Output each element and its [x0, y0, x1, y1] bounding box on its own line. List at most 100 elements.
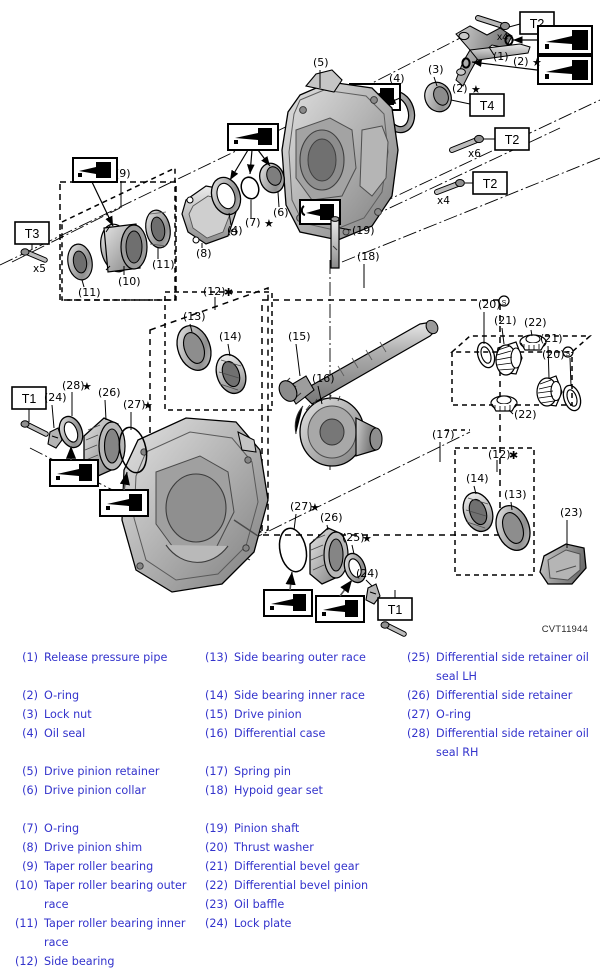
legend-item-number: (24): [205, 917, 228, 930]
callout-19: (19): [352, 224, 375, 237]
legend-item: (24)Lock plate: [200, 914, 396, 933]
part-side-bearing-outer-race-13-left: [176, 325, 212, 371]
legend-column-1: (1)Release pressure pipe (2)O-ring(3)Lock…: [10, 648, 206, 971]
qty-x4-right: x4: [437, 195, 450, 207]
legend-item: (3)Lock nut: [10, 705, 206, 724]
callout-20-left: (20): [478, 298, 501, 311]
exploded-view-diagram: x4 T2 (1) (2) ★ (2) ★ (3) T4: [0, 11, 600, 637]
callout-10: (10): [118, 275, 141, 288]
legend-item: (22)Differential bevel pinion: [200, 876, 396, 895]
legend-item: (9)Taper roller bearing: [10, 857, 206, 876]
tool-tag-t1-left: T1: [11, 386, 47, 422]
lubricant-symbol-left: [498, 295, 510, 307]
callout-24-left: (24): [44, 391, 67, 404]
callout-2a: (2): [513, 55, 529, 68]
callout-27-right: (27): [290, 500, 313, 513]
legend-item-number: (8): [22, 841, 38, 854]
part-drive-pinion-collar-6: [259, 162, 285, 194]
legend-item: (15)Drive pinion: [200, 705, 396, 724]
callout-15: (15): [288, 330, 311, 343]
callout-16: (16): [312, 372, 335, 385]
legend-item: (21) Differential bevel gear: [200, 857, 396, 876]
legend-item-label: Hypoid gear set: [234, 784, 323, 797]
callout-25: (25): [342, 531, 365, 544]
legend-item-label: Differential side retainer: [436, 689, 573, 702]
legend-item: (5)Drive pinion retainer: [10, 762, 206, 781]
callout-22-top: (22): [524, 316, 547, 329]
callout-20-right: (20): [542, 348, 565, 361]
legend-item-label: O-ring: [44, 689, 80, 702]
svg-text:S: S: [502, 300, 507, 307]
callout-1: (1): [493, 50, 509, 63]
lubricant-symbol-right: [562, 346, 574, 358]
part-taper-roller-bearing-inner-race-11-left: [67, 243, 93, 281]
star-7: ★: [264, 217, 274, 230]
part-diff-side-retainer-26-left: [83, 417, 126, 477]
tool-tag-t1-right-label: T1: [388, 603, 403, 617]
legend-item-number: (20): [205, 841, 228, 854]
legend-item-number: (23): [205, 898, 228, 911]
tool-tag-t2-low-label: T2: [483, 177, 498, 191]
star-28: ★: [82, 380, 92, 393]
legend-item-label: Lock nut: [44, 708, 92, 721]
legend-item-label: Pinion shaft: [234, 822, 300, 835]
part-o-ring-2-upper: [504, 34, 514, 46]
callout-22-bottom: (22): [514, 408, 537, 421]
legend-item: (10) Taper roller bearing outer race: [10, 876, 206, 914]
callout-21-left: (21): [494, 314, 517, 327]
part-bolt-x5: [20, 248, 48, 263]
legend-item-label: Drive pinion collar: [44, 784, 146, 797]
legend-item-label: Drive pinion: [234, 708, 302, 721]
legend-item-number: (7): [22, 822, 38, 835]
callout-26-right: (26): [320, 511, 343, 524]
part-differential-bevel-gear-21-left: [495, 341, 523, 376]
grease-tool-icon-6: [72, 157, 118, 183]
legend-item: (18)Hypoid gear set: [200, 781, 396, 800]
legend-item-number: (11): [15, 917, 38, 930]
legend-item: (19)Pinion shaft: [200, 819, 396, 838]
parts-legend: (1)Release pressure pipe (2)O-ring(3)Lock…: [0, 648, 600, 968]
part-bolt-x6: [449, 134, 484, 153]
callout-9: (9): [115, 167, 131, 180]
qty-x4-top: x4: [497, 31, 508, 43]
legend-item-label: Spring pin: [234, 765, 291, 778]
legend-item-label: Release pressure pipe: [44, 651, 168, 664]
part-differential-bevel-pinion-22-bottom: [490, 395, 518, 412]
legend-item: (27)O-ring: [402, 705, 598, 724]
callout-12-left: (12): [203, 285, 226, 298]
part-o-ring-2-lower: [461, 57, 471, 69]
part-thrust-washer-20-right: [562, 384, 582, 412]
asterisk-12-right: ✱: [509, 449, 518, 462]
callout-2b: (2): [452, 82, 468, 95]
grease-tool-icon-7: [49, 459, 99, 487]
legend-item-label: Differential bevel gear: [234, 860, 360, 873]
tool-tag-t3: T3: [14, 221, 50, 250]
legend-item-number: (28): [407, 727, 430, 740]
tool-tag-t3-label: T3: [25, 227, 40, 241]
legend-item: (2)O-ring: [10, 686, 206, 705]
legend-item-number: (10): [15, 879, 38, 892]
callout-23: (23): [560, 506, 583, 519]
legend-item-label: Taper roller bearing: [44, 860, 154, 873]
diagram-canvas: x4 T2 (1) (2) ★ (2) ★ (3) T4: [0, 11, 600, 637]
legend-item-number: (21): [205, 860, 228, 873]
legend-item-label: Side bearing outer race: [234, 651, 366, 664]
part-bolt-x4-top: [475, 15, 510, 31]
legend-item: (4)Oil seal: [10, 724, 206, 743]
legend-item: (25)Differential side retainer oil seal …: [402, 648, 598, 686]
part-o-ring-7: [240, 176, 260, 200]
legend-item-number: (16): [205, 727, 228, 740]
grease-tool-icon-1: [537, 25, 593, 55]
tool-tag-t2-low: T2: [465, 171, 508, 195]
legend-item-label: Differential side retainer oil seal LH: [436, 651, 589, 683]
callout-18: (18): [357, 250, 380, 263]
callout-26-left: (26): [98, 386, 121, 399]
legend-item-number: (13): [205, 651, 228, 664]
grease-tool-icon-10: [315, 595, 365, 623]
callout-4-left: (4): [227, 224, 243, 237]
legend-item: (1)Release pressure pipe: [10, 648, 206, 667]
legend-item-label: Taper roller bearing outer race: [44, 879, 187, 911]
part-taper-roller-bearing-outer-race-10: [100, 223, 148, 273]
callout-13-right: (13): [504, 488, 527, 501]
part-drive-pinion-15: [278, 319, 439, 405]
